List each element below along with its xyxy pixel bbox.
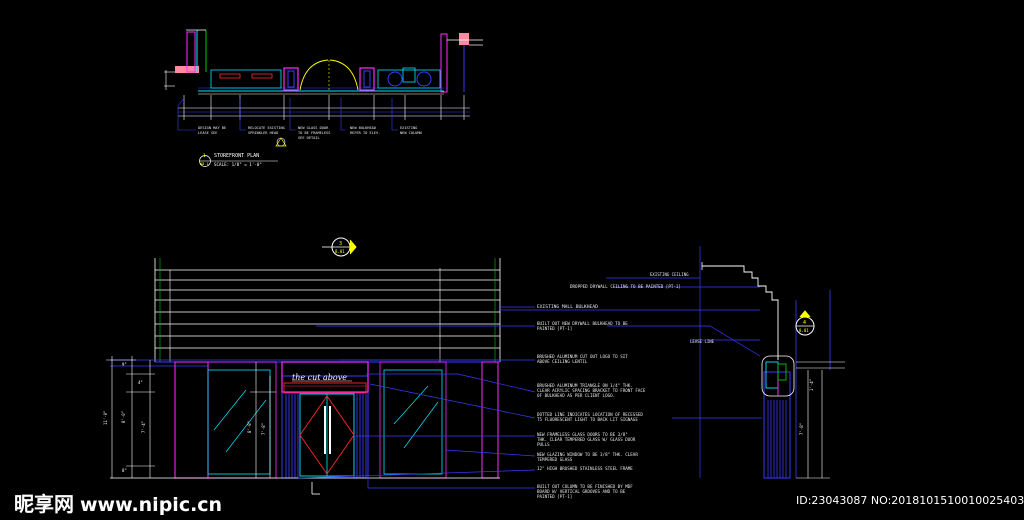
note-triangle: BRUSHED ALUMINUM TRIANGLE ON 1/4" THK. C…	[537, 383, 646, 398]
svg-text:7'-8": 7'-8"	[261, 423, 266, 435]
plan-circle-number: 1	[203, 154, 206, 159]
plan-title: STOREFRONT PLAN	[214, 153, 260, 159]
note-glass-doors: NEW FRAMELESS GLASS DOORS TO BE 3/8" THK…	[537, 432, 636, 447]
svg-text:NEW GLASS DOOR: NEW GLASS DOOR	[298, 126, 329, 130]
watermark-id: ID:23043087 NO:20181015100100254032	[796, 494, 1024, 507]
note-column: BUILT OUT COLUMN TO BE FINISHED BY MDF B…	[537, 484, 633, 499]
note-drywall-bulkhead: BUILT OUT NEW DRYWALL BULKHEAD TO BE PAI…	[537, 321, 628, 331]
svg-text:4": 4"	[138, 380, 143, 385]
watermark-logo-cn: 昵享网	[14, 492, 74, 516]
svg-text:LEASE SEE: LEASE SEE	[198, 131, 217, 135]
svg-text:RELOCATE EXISTING: RELOCATE EXISTING	[248, 126, 285, 130]
watermark-logo: 昵享网 www.nipic.cn	[14, 488, 222, 517]
svg-text:EXISTING: EXISTING	[400, 126, 417, 130]
section-dim-top: 1'-4"	[809, 379, 814, 391]
existing-ceiling-label: EXISTING CEILING	[650, 272, 689, 277]
note-logo: BRUSHED ALUMINUM CUT OUT LOGO TO SIT ABO…	[537, 354, 628, 364]
svg-text:SEE DETAIL: SEE DETAIL	[298, 136, 320, 140]
note-dotted-line: DOTTED LINE INDICATES LOCATION OF RECESS…	[537, 412, 643, 422]
plan-scale: SCALE: 1/8" = 1'-0"	[214, 162, 262, 167]
note-leaders	[297, 277, 762, 489]
wall-section: 4 8.01 LEASE LINE EXISTING CEILING 7'-8"…	[650, 246, 845, 479]
svg-text:8'-0": 8'-0"	[121, 411, 126, 423]
svg-text:TO BE FRAMELESS: TO BE FRAMELESS	[298, 131, 330, 135]
svg-text:8": 8"	[122, 468, 127, 473]
svg-text:11'-0": 11'-0"	[103, 411, 108, 425]
storefront-sign-logo: the cut above	[292, 373, 347, 382]
elevation-marker-top: 3	[339, 241, 342, 247]
watermark-url: www.nipic.cn	[80, 494, 223, 516]
note-dropped-ceiling: DROPPED DRYWALL CEILING TO BE PAINTED [P…	[570, 284, 681, 289]
elevation-marker-bottom: 8.01	[335, 249, 345, 254]
plan-circle-sheet: A8.1	[200, 162, 209, 166]
svg-text:8'-8": 8'-8"	[247, 421, 252, 433]
svg-text:9": 9"	[122, 362, 127, 367]
section-marker-top: 4	[803, 320, 806, 326]
svg-text:SPRINKLER HEAD: SPRINKLER HEAD	[248, 131, 278, 135]
svg-text:REFER TO ELEV.: REFER TO ELEV.	[350, 131, 380, 135]
svg-text:7'-4": 7'-4"	[141, 421, 146, 433]
note-steel-frame: 12" HIGH BRUSHED STAINLESS STEEL FRAME	[537, 466, 633, 471]
section-marker-bottom: 8.01	[799, 328, 809, 333]
lease-line-label: LEASE LINE	[690, 339, 715, 344]
note-existing-bulkhead: EXISTING MALL BULKHEAD	[537, 305, 598, 310]
section-dim-height: 7'-8"	[799, 423, 804, 435]
svg-text:NEW COLUMN: NEW COLUMN	[400, 131, 422, 135]
svg-text:NEW BULKHEAD: NEW BULKHEAD	[350, 126, 376, 130]
note-glazing-window: NEW GLAZING WINDOW TO BE 3/8" THK. CLEAR…	[537, 452, 638, 462]
svg-text:DESIGN MAY BE: DESIGN MAY BE	[198, 126, 226, 130]
